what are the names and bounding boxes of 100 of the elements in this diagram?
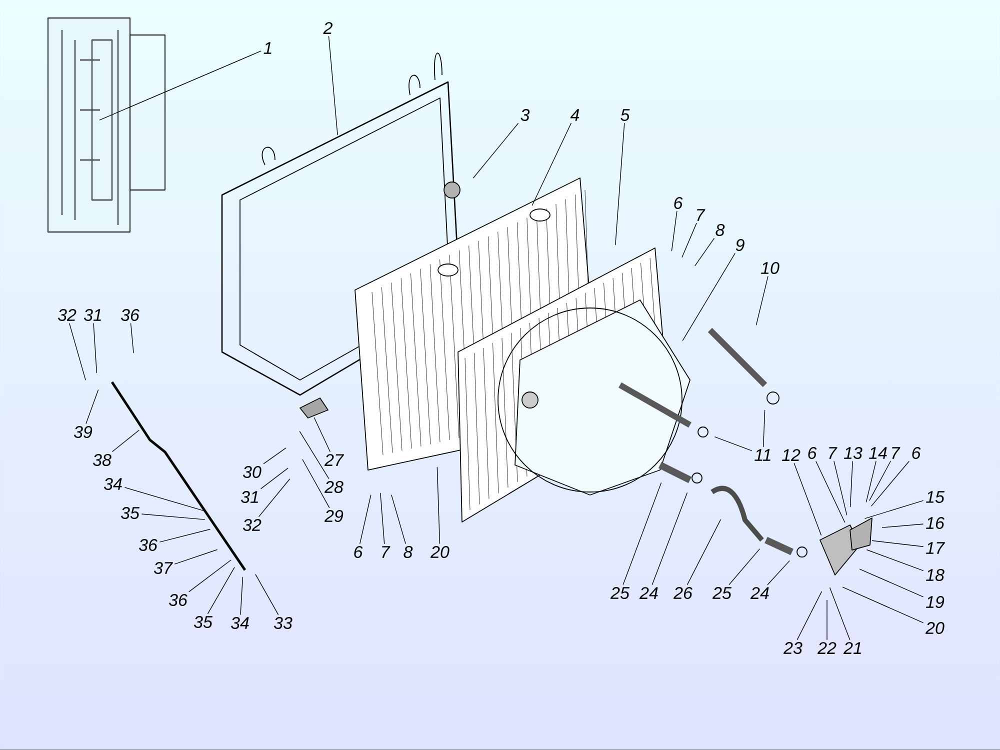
leader-line	[869, 460, 892, 501]
callout-number: 35	[120, 506, 140, 520]
callout-number: 23	[783, 642, 802, 654]
callout-number: 1	[264, 42, 272, 54]
leader-line	[767, 560, 790, 586]
leader-line	[866, 549, 924, 572]
leader-line	[86, 389, 99, 424]
leader-line	[796, 591, 822, 640]
leader-line	[834, 460, 848, 516]
callout-number: 24	[639, 587, 658, 599]
leader-line	[174, 549, 218, 564]
leader-line	[850, 460, 853, 508]
callout-number: 36	[120, 308, 140, 322]
leader-line	[652, 492, 688, 586]
callout-number: 8	[404, 546, 413, 558]
leader-line	[870, 460, 910, 507]
leader-line	[842, 586, 924, 624]
callout-number: 35	[194, 616, 212, 628]
callout-number: 6	[354, 546, 363, 558]
leader-line	[255, 574, 279, 616]
leader-line	[622, 482, 662, 586]
leader-line	[99, 50, 262, 120]
callout-number: 20	[925, 622, 944, 634]
callout-number: 2	[323, 22, 332, 34]
callout-number: 29	[324, 510, 344, 522]
leader-line	[864, 500, 924, 519]
callout-number: 5	[620, 109, 630, 121]
callout-number: 3	[520, 108, 530, 122]
callout-number: 7	[892, 447, 900, 459]
callout-number: 31	[240, 490, 258, 504]
leader-line	[794, 462, 822, 536]
leader-line	[130, 322, 134, 354]
leader-line	[826, 600, 828, 640]
callout-number: 15	[926, 491, 945, 503]
leader-line	[188, 560, 232, 592]
callout-number: 30	[242, 466, 262, 478]
callout-number: 22	[817, 642, 836, 654]
leader-line	[756, 276, 768, 326]
callout-number: 34	[104, 478, 122, 490]
leader-line	[299, 430, 330, 480]
callout-number: 11	[754, 449, 770, 461]
leader-line	[328, 36, 338, 136]
callout-number: 6	[912, 446, 921, 460]
callout-number: 14	[869, 447, 887, 459]
callout-number: 27	[324, 454, 344, 466]
leader-line	[391, 494, 406, 544]
leader-line	[682, 222, 697, 258]
leader-line	[714, 436, 752, 452]
leader-line	[762, 410, 766, 448]
callout-number: 6	[674, 196, 683, 210]
callout-number: 21	[843, 642, 862, 654]
callout-number: 25	[712, 586, 732, 600]
leader-line	[872, 540, 924, 547]
leader-line	[816, 460, 846, 523]
leader-line	[93, 322, 98, 374]
leader-line	[532, 122, 572, 206]
callout-number: 39	[74, 426, 92, 438]
callout-number: 12	[782, 449, 800, 461]
callout-number: 25	[610, 586, 630, 600]
leader-line	[159, 528, 210, 542]
leader-line	[263, 448, 286, 464]
callout-number: 20	[430, 546, 450, 558]
leader-line	[882, 524, 924, 528]
leader-line	[112, 430, 140, 452]
callout-number: 36	[168, 594, 188, 606]
leader-line	[866, 460, 876, 502]
leader-line	[314, 417, 331, 452]
leader-line	[360, 494, 372, 544]
callout-number: 18	[926, 569, 944, 582]
leader-line	[258, 478, 290, 518]
leader-line	[69, 322, 86, 381]
leader-line	[240, 576, 244, 616]
leader-line	[302, 459, 330, 508]
callout-number: 31	[84, 308, 102, 322]
leader-line	[682, 252, 736, 342]
callout-number: 36	[138, 538, 158, 552]
leader-line	[615, 122, 625, 246]
callout-number: 34	[230, 617, 249, 630]
leader-line	[436, 466, 440, 544]
callout-number: 37	[154, 562, 173, 574]
leader-line	[694, 238, 715, 266]
leader-line	[380, 492, 385, 544]
leader-line	[472, 122, 519, 178]
callout-number: 9	[736, 238, 744, 252]
leader-line	[829, 587, 850, 640]
callout-number: 13	[844, 446, 862, 460]
callout-number: 38	[92, 454, 112, 466]
callout-number: 16	[926, 516, 944, 530]
leader-line	[124, 487, 204, 511]
leader-line	[260, 468, 288, 490]
leader-line	[859, 568, 924, 598]
leader-line	[686, 519, 722, 586]
callout-number: 19	[926, 596, 944, 608]
callout-number: 28	[324, 480, 344, 494]
leader-line	[141, 514, 206, 520]
callout-number: 26	[673, 586, 692, 600]
callout-number: 17	[926, 542, 945, 554]
callout-number: 33	[274, 617, 292, 630]
leader-line	[207, 567, 235, 614]
callout-number: 24	[750, 587, 769, 599]
